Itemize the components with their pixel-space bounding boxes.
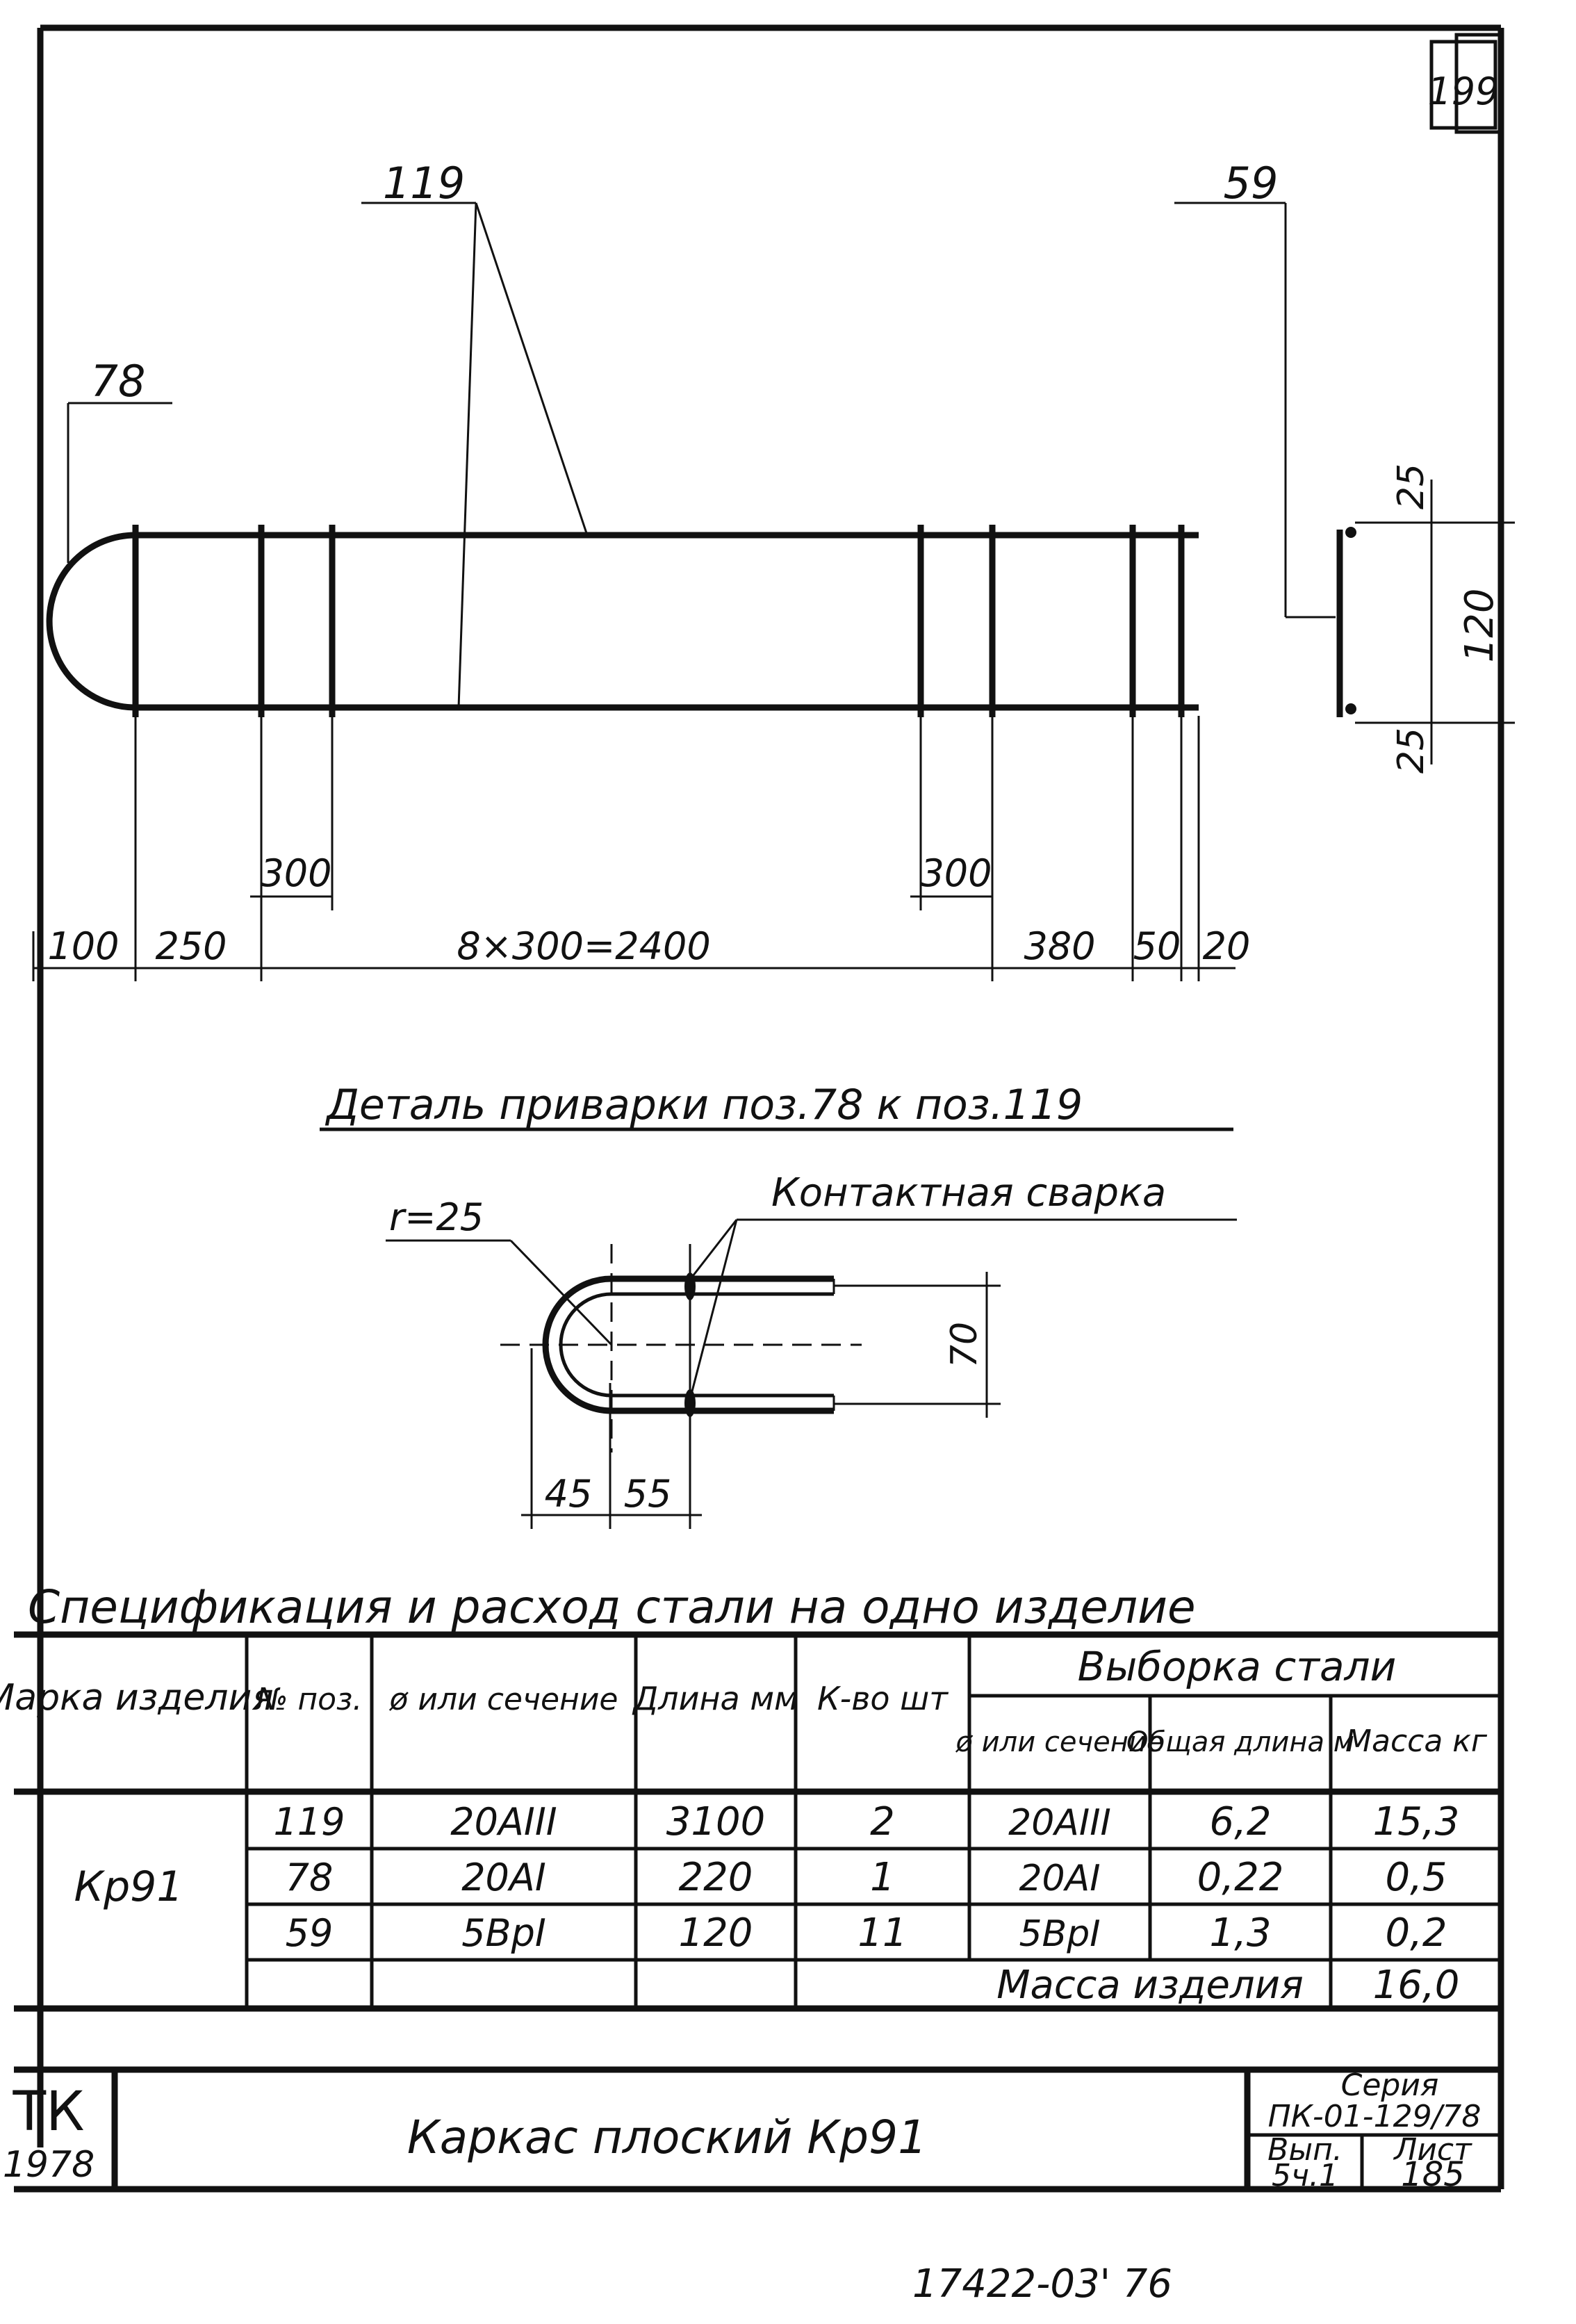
spec-table: Спецификация и расход стали на одно изде…: [0, 1580, 1501, 2012]
dim-span: 8×300=2400: [457, 924, 710, 968]
hdr-sel-length: Общая длина м: [1126, 1726, 1354, 1758]
detail-dim-45: 45: [545, 1472, 593, 1516]
svg-text:120: 120: [679, 1910, 753, 1956]
svg-text:0,5: 0,5: [1385, 1855, 1447, 1900]
dim-380: 380: [1024, 924, 1095, 968]
section-dim-top: 25: [1390, 464, 1432, 509]
dimension-chain: 300 300 100 250 8×300=2400 380 50 20: [32, 716, 1251, 981]
svg-text:5BpI: 5BpI: [461, 1911, 546, 1955]
detail-dim-70: 70: [944, 1322, 985, 1368]
dim-300-left: 300: [260, 851, 331, 895]
hdr-pos: № поз.: [254, 1682, 363, 1717]
dim-300-right: 300: [920, 851, 992, 895]
bar-section-view: 25 120 25: [1336, 464, 1515, 774]
svg-text:119: 119: [273, 1800, 345, 1844]
svg-text:20AI: 20AI: [1019, 1858, 1100, 1899]
label-pos-78: 78: [91, 356, 146, 407]
total-label: Масса изделия: [996, 1963, 1304, 2008]
mark-value: Кр91: [74, 1863, 183, 1911]
svg-text:11: 11: [857, 1910, 907, 1956]
svg-text:220: 220: [679, 1855, 753, 1900]
hdr-qty: К-во шт: [817, 1680, 949, 1717]
svg-text:2: 2: [870, 1799, 895, 1844]
hdr-sel-section: ø или сечение: [955, 1726, 1163, 1758]
svg-text:20AIII: 20AIII: [450, 1800, 557, 1844]
svg-text:1,3: 1,3: [1209, 1910, 1271, 1956]
detail-dim-55: 55: [624, 1472, 672, 1516]
detail-title: Деталь приварки поз.78 к поз.119: [325, 1081, 1083, 1129]
position-leaders: 119 78 59: [67, 158, 1336, 708]
hdr-mark: Марка изделия: [0, 1677, 274, 1719]
spec-title: Спецификация и расход стали на одно изде…: [28, 1580, 1196, 1634]
svg-text:6,2: 6,2: [1209, 1799, 1271, 1844]
spec-row-59: 59 5BpI 120 11 5BpI 1,3 0,2: [286, 1910, 1447, 1956]
org-year: 1978: [3, 2144, 95, 2186]
sheet-label: Лист: [1393, 2132, 1472, 2168]
svg-text:1: 1: [870, 1855, 895, 1900]
hdr-section: ø или сечение: [389, 1682, 618, 1717]
dim-250: 250: [155, 924, 227, 968]
sheet-number: 199: [1427, 69, 1499, 113]
sheet-number-box: 199: [1427, 33, 1503, 134]
transverse-bars: [132, 525, 1185, 717]
dim-20: 20: [1203, 924, 1251, 968]
product-name: Каркас плоский Кр91: [407, 2111, 927, 2164]
series-value: ПК-01-129/78: [1268, 2099, 1481, 2134]
svg-text:5BpI: 5BpI: [1019, 1913, 1100, 1955]
dim-50: 50: [1133, 924, 1181, 968]
series-label: Серия: [1341, 2068, 1439, 2103]
issue-value: 5ч.1: [1272, 2158, 1338, 2193]
label-pos-119: 119: [383, 158, 465, 208]
title-block: ТК 1978 Каркас плоский Кр91 Серия ПК-01-…: [3, 2066, 1501, 2194]
footer-code: 17422-03' 76: [912, 2261, 1172, 2307]
svg-text:78: 78: [286, 1856, 334, 1899]
svg-text:3100: 3100: [666, 1799, 766, 1844]
spec-row-119: 119 20AIII 3100 2 20AIII 6,2 15,3: [273, 1799, 1459, 1844]
svg-text:20AI: 20AI: [461, 1856, 546, 1899]
detail-radius: r=25: [389, 1195, 484, 1239]
svg-text:0,22: 0,22: [1197, 1855, 1284, 1900]
svg-text:0,2: 0,2: [1385, 1910, 1447, 1956]
weld-detail: Деталь приварки поз.78 к поз.119 r=25 Ко…: [320, 1081, 1237, 1529]
frame-plan-view: [46, 525, 1199, 717]
issue-label: Вып.: [1267, 2132, 1343, 2168]
hdr-selection: Выборка стали: [1078, 1643, 1397, 1690]
sheet-value: 185: [1401, 2155, 1465, 2194]
hdr-sel-mass: Масса кг: [1345, 1724, 1488, 1759]
label-pos-59: 59: [1224, 158, 1279, 208]
svg-text:15,3: 15,3: [1373, 1799, 1460, 1844]
svg-text:59: 59: [286, 1911, 334, 1955]
hdr-length: Длина мм: [632, 1680, 798, 1717]
svg-text:20AIII: 20AIII: [1008, 1802, 1111, 1844]
weld-label: Контактная сварка: [771, 1170, 1166, 1216]
section-dim-height: 120: [1457, 589, 1502, 663]
section-dim-bottom: 25: [1390, 728, 1432, 774]
org-mark: ТК: [12, 2081, 84, 2143]
spec-row-78: 78 20AI 220 1 20AI 0,22 0,5: [286, 1855, 1447, 1900]
total-value: 16,0: [1373, 1963, 1460, 2008]
dim-100: 100: [47, 924, 119, 968]
